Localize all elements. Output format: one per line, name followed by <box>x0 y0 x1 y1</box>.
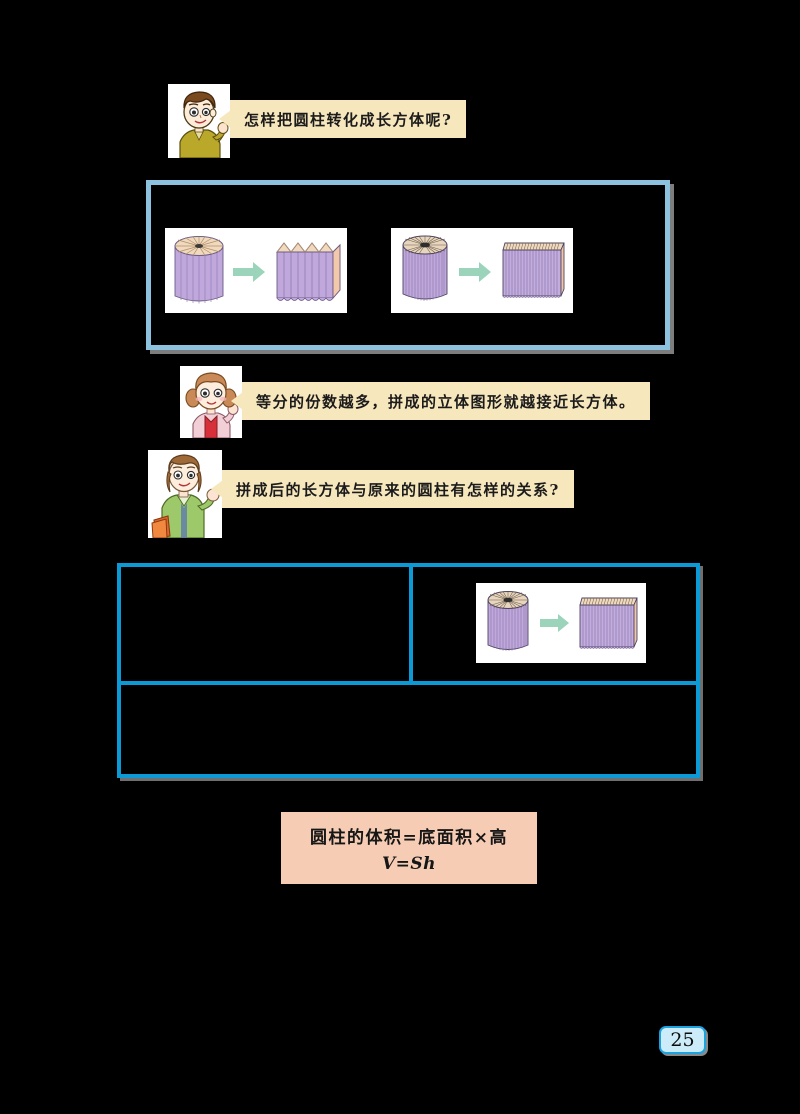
table-cell-explanation <box>121 567 413 681</box>
girl-student-illustration <box>180 366 242 438</box>
page-number-text: 25 <box>670 1029 695 1051</box>
comparison-table <box>117 563 700 778</box>
bubble-row-boy: 怎样把圆柱转化成长方体呢? <box>168 84 467 158</box>
bubble-row-girl: 等分的份数越多，拼成的立体图形就越接近长方体。 <box>180 366 650 438</box>
bubble-text-boy: 怎样把圆柱转化成长方体呢? <box>244 110 453 129</box>
illustration-panel-16-segments <box>165 228 347 313</box>
table-cell-illustration <box>413 567 696 681</box>
table-row <box>121 685 696 774</box>
speech-bubble-boy: 怎样把圆柱转化成长方体呢? <box>230 100 467 138</box>
formula-text-chinese: 圆柱的体积=底面积×高 <box>310 827 508 848</box>
illustration-panel-table <box>476 583 646 663</box>
teacher-illustration <box>148 450 222 538</box>
speech-bubble-teacher: 拼成后的长方体与原来的圆柱有怎样的关系? <box>222 470 574 508</box>
illustration-panel-32-segments <box>391 228 573 313</box>
bubble-text-teacher: 拼成后的长方体与原来的圆柱有怎样的关系? <box>236 480 560 499</box>
cylinder-transformation-box <box>146 180 670 350</box>
table-cell-conclusion <box>121 685 696 774</box>
table-row <box>121 567 696 685</box>
volume-formula-box: 圆柱的体积=底面积×高 V=Sh <box>281 812 537 884</box>
bubble-row-teacher: 拼成后的长方体与原来的圆柱有怎样的关系? <box>148 450 574 538</box>
page-number-badge: 25 <box>659 1026 706 1054</box>
bubble-text-girl: 等分的份数越多，拼成的立体图形就越接近长方体。 <box>256 392 636 411</box>
speech-bubble-girl: 等分的份数越多，拼成的立体图形就越接近长方体。 <box>242 382 650 420</box>
formula-text-symbolic: V=Sh <box>381 853 437 874</box>
table-cell-conclusion-text <box>121 685 696 701</box>
table-cell-explanation-text <box>121 567 409 583</box>
